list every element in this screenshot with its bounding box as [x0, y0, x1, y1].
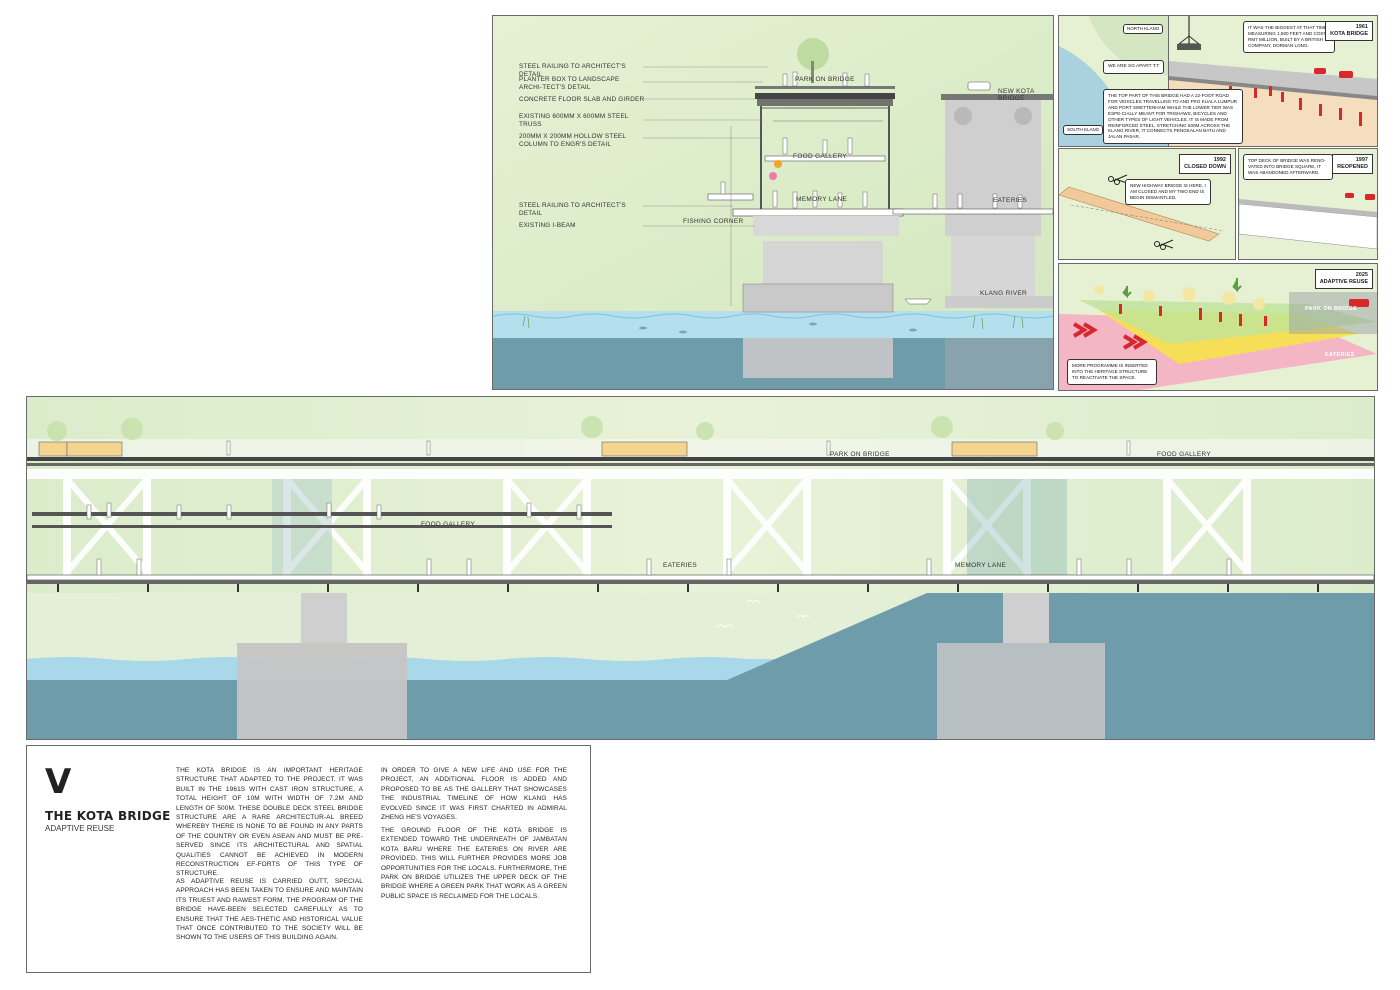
- p5-bubble: MORE PROGRAMME IS INSERTED INTO THE HERI…: [1067, 359, 1157, 385]
- elev-memory: MEMORY LANE: [955, 562, 1007, 569]
- body-col1-p2: AS ADAPTIVE REUSE IS CARRIED OUTT, SPECI…: [176, 878, 363, 942]
- p4-year: 1997: [1355, 157, 1368, 163]
- timeline-panel-2025: 2025 ADAPTIVE REUSE PARK ON BRIDGE EATER…: [1058, 263, 1378, 391]
- p3-bubble: NEW HIGHWAY BRIDGE IS HERE, I AM CLOSED …: [1125, 179, 1211, 205]
- space-fishing: FISHING CORNER: [683, 218, 744, 225]
- body-col1-p1: THE KOTA BRIDGE IS AN IMPORTANT HERITAGE…: [176, 767, 363, 878]
- section-panel: STEEL RAILING TO ARCHITECT'S DETAIL PLAN…: [492, 15, 1054, 390]
- info-panel: V THE KOTA BRIDGE ADAPTIVE REUSE THE KOT…: [26, 745, 591, 973]
- timeline-panel-1992: 1992 CLOSED DOWN NEW HIGHWAY BRIDGE IS H…: [1058, 148, 1236, 260]
- body-col2-p1: IN ORDER TO GIVE A NEW LIFE AND USE FOR …: [381, 767, 567, 822]
- timeline-panel-1997: TOP DECK OF BRIDGE WAS RENO-VATED INTO B…: [1238, 148, 1378, 260]
- p4-year-box: 1997 REOPENED: [1332, 154, 1373, 174]
- section-drawing: [492, 16, 1054, 389]
- elev-food-top: FOOD GALLERY: [1157, 451, 1212, 458]
- elevation-panel: PARK ON BRIDGE FOOD GALLERY FOOD GALLERY…: [26, 396, 1375, 740]
- elev-food-mid: FOOD GALLERY: [421, 521, 476, 528]
- label-column: 200MM X 200MM HOLLOW STEEL COLUMN TO ENG…: [519, 133, 626, 148]
- p2-year-box: 1961 KOTA BRIDGE: [1325, 21, 1373, 41]
- p5-year-box: 2025 ADAPTIVE REUSE: [1314, 269, 1373, 289]
- elev-eateries: EATERIES: [663, 562, 698, 569]
- p2-title: KOTA BRIDGE: [1330, 31, 1368, 37]
- p2-bubble: IT WAS THE BIGGEST AT THAT TIME, MEASURI…: [1243, 21, 1335, 53]
- project-subtitle: ADAPTIVE REUSE: [45, 824, 115, 833]
- p3-year-box: 1992 CLOSED DOWN: [1179, 154, 1231, 174]
- apart-bubble: WE ARE SO APART T.T: [1103, 60, 1165, 75]
- p5-title: ADAPTIVE REUSE: [1319, 279, 1368, 285]
- label-ibeam: EXISTING I-BEAM: [519, 222, 576, 229]
- body-col2-p2: THE GROUND FLOOR OF THE KOTA BRIDGE IS E…: [381, 827, 567, 900]
- p5-year: 2025: [1355, 272, 1368, 278]
- p4-bubble: TOP DECK OF BRIDGE WAS RENO-VATED INTO B…: [1243, 154, 1333, 180]
- p2-year: 1961: [1355, 24, 1368, 30]
- timeline-panel-1: NORTH KLANG WE ARE SO APART T.T THE TOP …: [1058, 15, 1243, 147]
- elevation-drawing: [26, 397, 1375, 739]
- elev-park: PARK ON BRIDGE: [830, 451, 890, 458]
- space-memory: MEMORY LANE: [796, 196, 848, 203]
- project-title: THE KOTA BRIDGE: [45, 809, 171, 823]
- space-eateries: EATERIES: [993, 197, 1028, 204]
- label-railing-top: STEEL RAILING TO ARCHITECT'S DETAIL: [519, 63, 626, 78]
- space-food: FOOD GALLERY: [793, 153, 848, 160]
- south-klang-tag: SOUTH KLANG: [1063, 125, 1104, 136]
- roman-numeral: V: [45, 762, 72, 802]
- label-truss: EXISTING 600MM X 600MM STEEL TRUSS: [519, 113, 629, 128]
- space-new-bridge: NEW KOTA BRIDGE: [998, 88, 1035, 102]
- label-slab: CONCRETE FLOOR SLAB AND GIRDER: [519, 96, 645, 103]
- label-planter: PLANTER BOX TO LANDSCAPE ARCHI-TECT'S DE…: [519, 76, 620, 91]
- space-river: KLANG RIVER: [980, 290, 1028, 297]
- label-railing-bottom: STEEL RAILING TO ARCHITECT'S DETAIL: [519, 202, 626, 217]
- space-park: PARK ON BRIDGE: [795, 76, 855, 83]
- north-klang-tag: NORTH KLANG: [1123, 24, 1164, 35]
- p3-year: 1992: [1213, 157, 1226, 163]
- p3-title: CLOSED DOWN: [1184, 164, 1226, 170]
- p5-eateries-tag: EATERIES: [1325, 352, 1355, 358]
- p5-park-tag: PARK ON BRIDGE: [1305, 306, 1358, 312]
- p4-title: REOPENED: [1337, 164, 1368, 170]
- p1-desc-bubble: THE TOP PART OF THIS BRIDGE HAD A 22-FOO…: [1103, 89, 1243, 145]
